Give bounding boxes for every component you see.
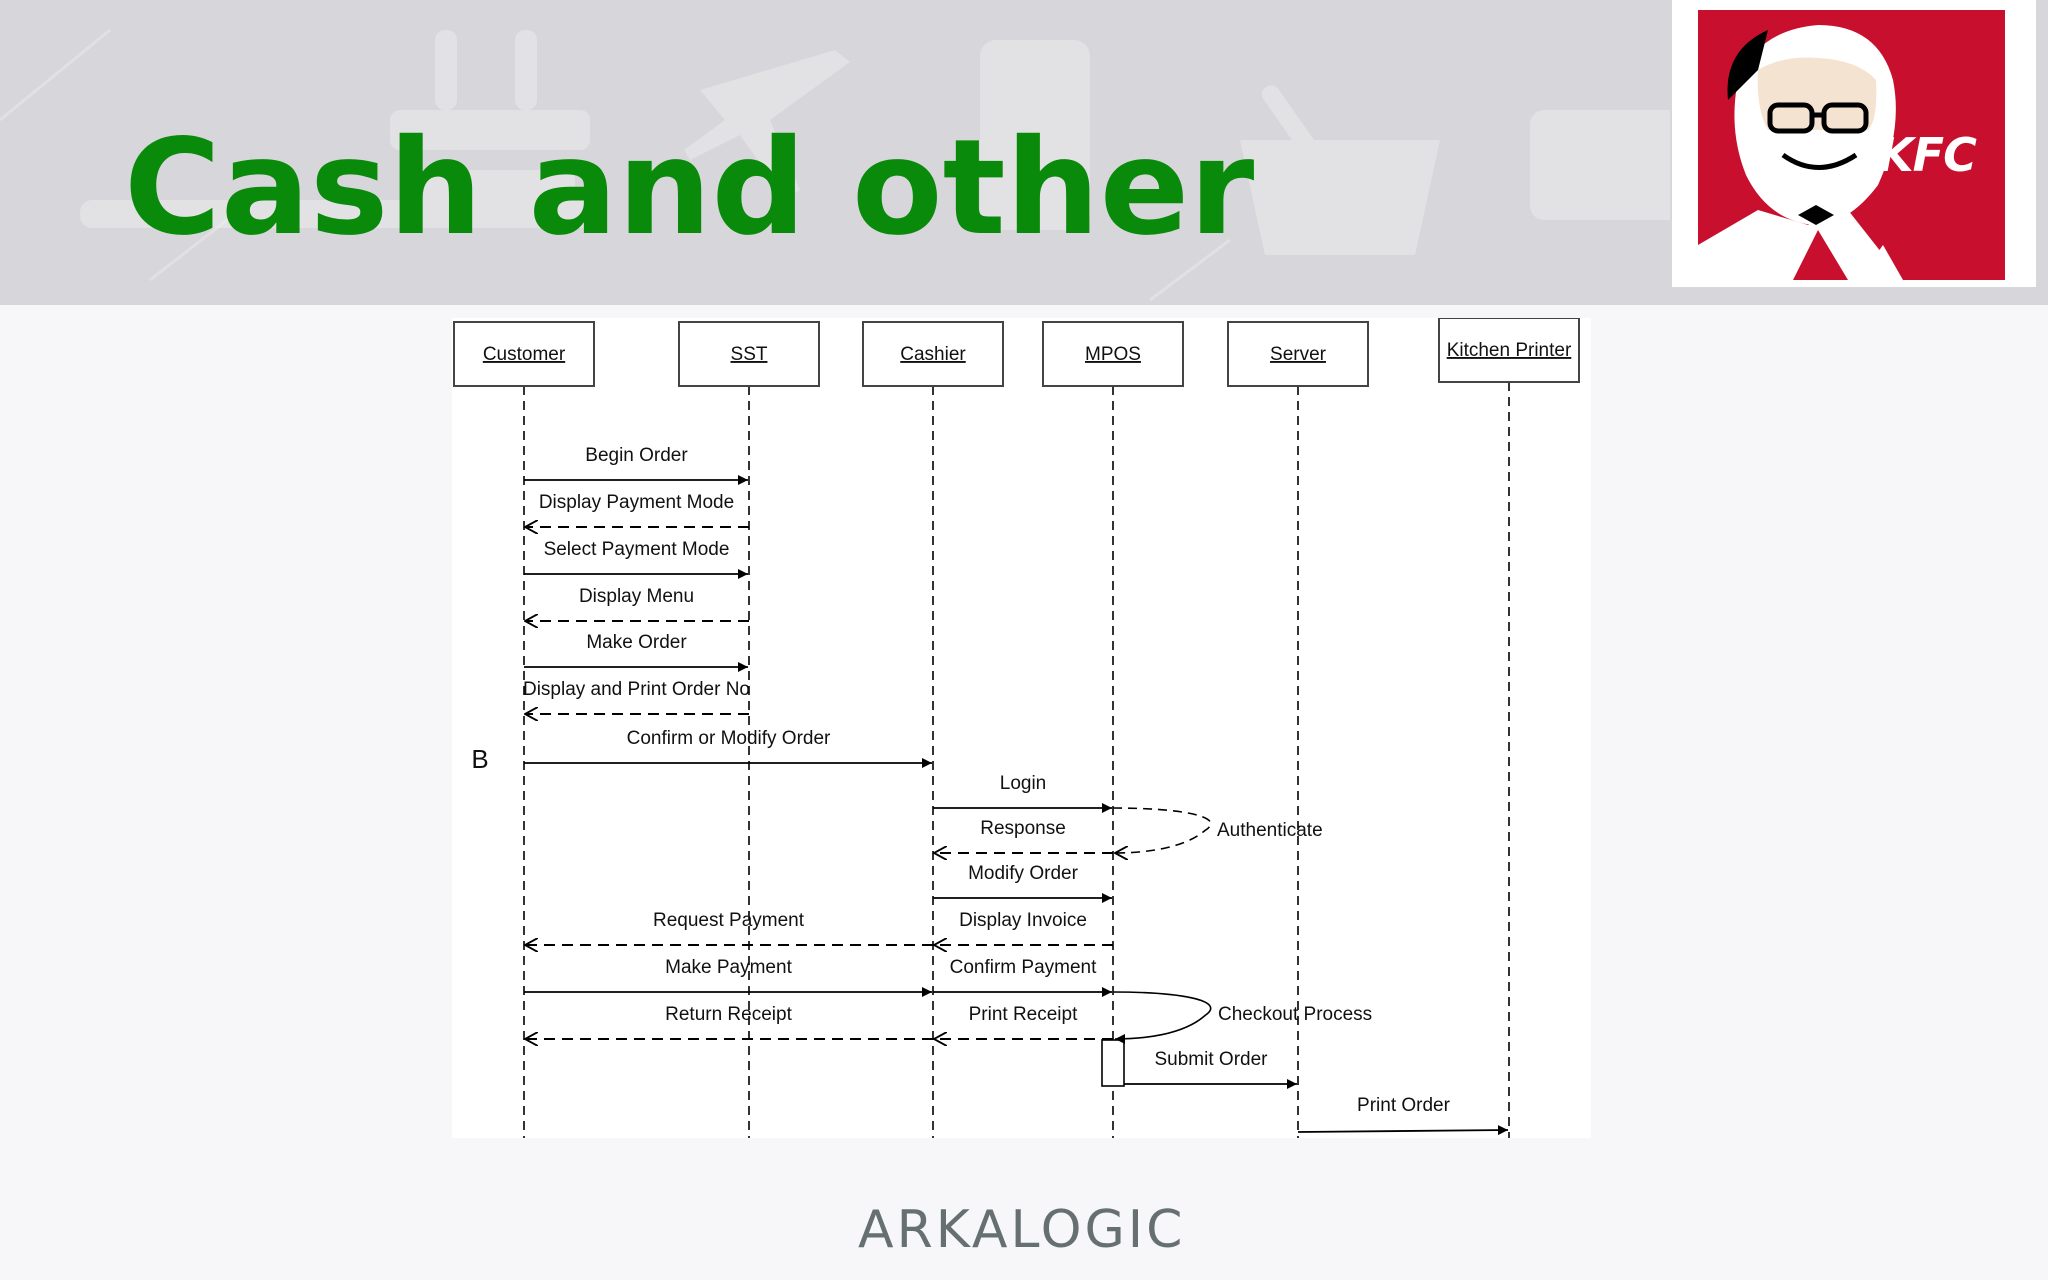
message-label-print-order: Print Order xyxy=(1357,1095,1451,1116)
message-label-begin-order: Begin Order xyxy=(585,445,688,466)
fragment-label: B xyxy=(471,744,488,774)
mpos-activation-box xyxy=(1101,1039,1125,1087)
self-call-label-checkout-process: Checkout Process xyxy=(1218,1004,1372,1025)
participant-label-mpos: MPOS xyxy=(1085,344,1141,365)
message-label-login: Login xyxy=(1000,773,1047,794)
message-label-submit-order: Submit Order xyxy=(1155,1049,1269,1070)
message-arrow-print-order xyxy=(1297,1125,1509,1136)
kfc-logo-badge: KFC xyxy=(1698,10,2005,280)
participant-box-sst xyxy=(678,321,820,387)
message-label-request-payment: Request Payment xyxy=(653,910,805,931)
airplane-icon xyxy=(684,50,850,198)
message-label-make-payment: Make Payment xyxy=(665,957,792,978)
message-label-print-receipt: Print Receipt xyxy=(969,1004,1078,1025)
participant-label-sst: SST xyxy=(731,344,768,365)
kfc-logo: KFC xyxy=(1672,0,2036,287)
sequence-diagram-panel: Customer SST Cashier MPOS Server Kitchen Prin… xyxy=(452,318,1591,1138)
colonel-sanders-icon xyxy=(1698,25,1903,280)
food-stand-icon xyxy=(80,30,600,228)
participant-box-customer xyxy=(453,321,595,387)
footer-brand-logo: ARKALOGIC xyxy=(858,1200,1186,1260)
message-label-display-menu: Display Menu xyxy=(579,586,694,607)
credit-card-icon xyxy=(1530,110,1670,220)
message-label-display-and-print-order-no: Display and Print Order No xyxy=(523,679,750,700)
message-label-display-invoice: Display Invoice xyxy=(959,910,1087,931)
self-call-authenticate xyxy=(1112,807,1212,853)
participant-label-server: Server xyxy=(1270,344,1327,365)
slide-header: Cash and other KFC xyxy=(0,0,2048,305)
participant-label-cashier: Cashier xyxy=(900,344,966,365)
message-label-response: Response xyxy=(980,818,1066,839)
self-call-checkout-process xyxy=(1112,991,1212,1044)
participant-box-server xyxy=(1227,321,1369,387)
message-label-display-payment-mode: Display Payment Mode xyxy=(539,492,734,513)
kfc-wordmark: KFC xyxy=(1878,128,1977,182)
message-label-select-payment-mode: Select Payment Mode xyxy=(544,539,730,560)
participant-box-mpos xyxy=(1042,321,1184,387)
message-label-confirm-or-modify-order: Confirm or Modify Order xyxy=(627,728,831,749)
message-label-confirm-payment: Confirm Payment xyxy=(950,957,1097,978)
sequence-diagram: Customer SST Cashier MPOS Server Kitchen Prin… xyxy=(453,318,1580,1138)
header-decoration xyxy=(0,28,1670,302)
self-call-label-authenticate: Authenticate xyxy=(1217,820,1323,841)
participant-box-kitchen-printer xyxy=(1438,318,1580,383)
message-label-make-order: Make Order xyxy=(586,632,687,653)
participant-box-cashier xyxy=(862,321,1004,387)
message-label-return-receipt: Return Receipt xyxy=(665,1004,792,1025)
shopping-basket-icon xyxy=(1240,85,1440,255)
slide-title: Cash and other xyxy=(124,111,1255,265)
phone-icon xyxy=(980,40,1090,230)
message-label-modify-order: Modify Order xyxy=(968,863,1078,884)
participant-label-customer: Customer xyxy=(483,344,566,365)
participant-label-kitchen-printer: Kitchen Printer xyxy=(1447,340,1572,361)
